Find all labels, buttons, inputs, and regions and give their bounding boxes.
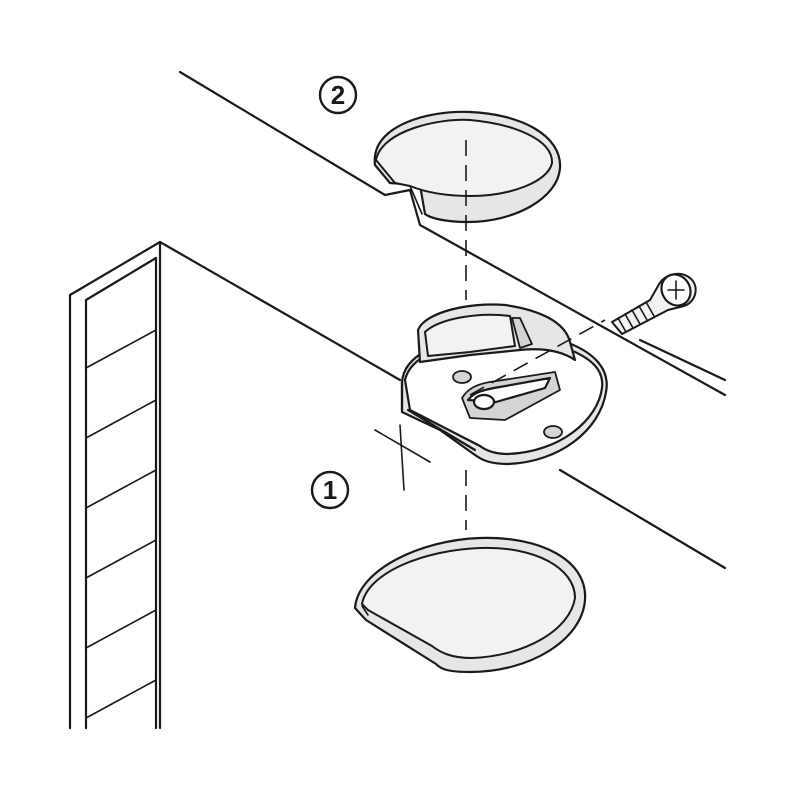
crosshair-mark xyxy=(374,424,431,491)
screw-hole-left xyxy=(452,370,472,384)
top-panel-edge xyxy=(178,70,727,397)
cover-cap xyxy=(373,110,562,224)
screw-axis-line xyxy=(469,319,606,396)
lower-disc xyxy=(353,536,587,674)
lower-shelf-edge xyxy=(558,468,727,570)
callout-1: 1 xyxy=(310,470,350,510)
screw-hole-right xyxy=(543,425,563,439)
connector-fitting xyxy=(400,303,608,466)
cabinet-side-panel xyxy=(68,240,402,730)
callout-1-label: 1 xyxy=(323,475,337,505)
cam-hole xyxy=(472,393,496,411)
top-panel-lower-edge xyxy=(638,338,727,382)
callout-2-label: 2 xyxy=(331,80,345,110)
screw-icon xyxy=(611,272,697,335)
callout-2: 2 xyxy=(318,75,358,115)
